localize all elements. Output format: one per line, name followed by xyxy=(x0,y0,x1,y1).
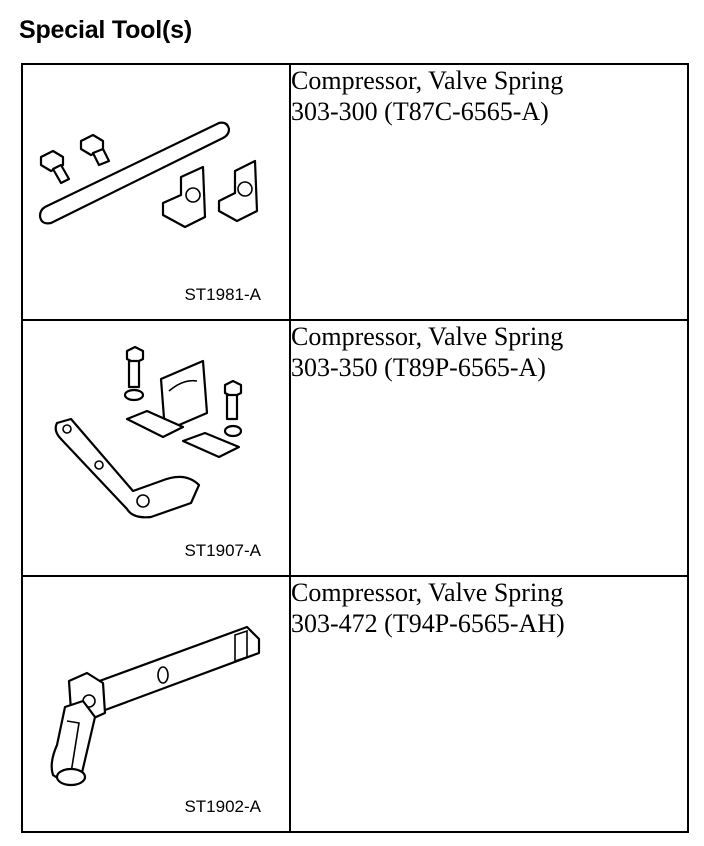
tool-description-cell: Compressor, Valve Spring 303-300 (T87C-6… xyxy=(289,63,689,321)
tool-row: ST1981-A Compressor, Valve Spring 303-30… xyxy=(21,63,689,321)
tool-number: 303-350 (T89P-6565-A) xyxy=(291,353,546,382)
tool-number: 303-472 (T94P-6565-AH) xyxy=(291,609,565,638)
tool-name: Compressor, Valve Spring xyxy=(291,578,564,607)
tool-name: Compressor, Valve Spring xyxy=(291,66,564,95)
tool-row: ST1902-A Compressor, Valve Spring 303-47… xyxy=(21,575,689,833)
tool-illustration-cell: ST1902-A xyxy=(21,575,291,833)
figure-code: ST1981-A xyxy=(184,285,261,304)
tool-row: ST1907-A Compressor, Valve Spring 303-35… xyxy=(21,319,689,577)
figure-code: ST1902-A xyxy=(184,797,261,816)
tool-description-cell: Compressor, Valve Spring 303-472 (T94P-6… xyxy=(289,575,689,833)
page-title: Special Tool(s) xyxy=(19,16,192,44)
tool-number: 303-300 (T87C-6565-A) xyxy=(291,97,549,126)
valve-spring-compressor-illustration xyxy=(38,121,259,229)
tool-illustration-cell: ST1981-A xyxy=(21,63,291,321)
tool-name: Compressor, Valve Spring xyxy=(291,322,564,351)
special-tools-table: ST1981-A Compressor, Valve Spring 303-30… xyxy=(21,63,689,833)
valve-spring-compressor-illustration xyxy=(50,625,261,787)
tool-description-cell: Compressor, Valve Spring 303-350 (T89P-6… xyxy=(289,319,689,577)
valve-spring-compressor-illustration xyxy=(54,345,243,519)
figure-code: ST1907-A xyxy=(184,541,261,560)
tool-illustration-cell: ST1907-A xyxy=(21,319,291,577)
